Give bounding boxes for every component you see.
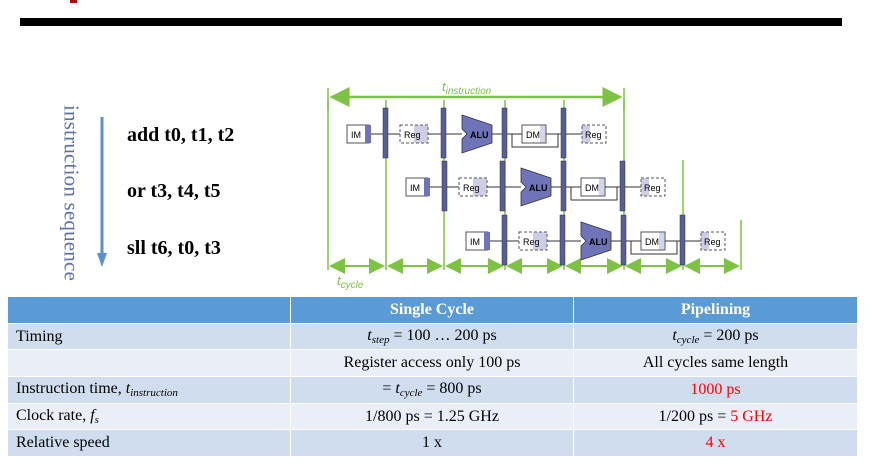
table-row: Clock rate, fs 1/800 ps = 1.25 GHz 1/200…	[7, 402, 858, 431]
t-instruction-sub: instruction	[446, 86, 492, 97]
header-empty	[7, 296, 291, 324]
pipe-instruction-time: 1000 ps	[573, 376, 858, 404]
table-row: Relative speed 1 x 4 x	[7, 429, 858, 458]
pipeline-diagram: tinstruction tcycle IM Reg	[327, 79, 742, 291]
row-label-clock-rate: Clock rate, fs	[7, 402, 291, 431]
table-row: Register access only 100 ps All cycles s…	[7, 349, 858, 378]
header-single-cycle: Single Cycle	[290, 296, 574, 324]
comparison-table: Single Cycle Pipelining Timing tstep = 1…	[7, 296, 858, 458]
instruction-sll: sll t6, t0, t3	[127, 237, 221, 259]
pipe-relative-speed: 4 x	[573, 429, 858, 458]
stage-im: IM	[351, 130, 361, 140]
row-label-timing: Timing	[7, 322, 291, 351]
instruction-sequence-label: instruction sequence	[59, 104, 84, 282]
table-row: Instruction time, tinstruction = tcycle …	[7, 376, 858, 404]
pipe-clock-rate: 1/200 ps = 5 GHz	[573, 402, 858, 431]
svg-text:tcycle: tcycle	[337, 273, 364, 291]
row-label-relative-speed: Relative speed	[7, 429, 291, 458]
t-cycle-arrows: tcycle	[329, 258, 740, 291]
stage-reg-write: Reg	[585, 130, 602, 140]
single-register-access: Register access only 100 ps	[290, 349, 574, 378]
t-cycle-sub: cycle	[341, 280, 364, 291]
pipeline-row-or	[405, 160, 666, 212]
table-header-row: Single Cycle Pipelining	[7, 296, 858, 324]
pipeline-row-sll	[465, 214, 726, 266]
stage-reg: Reg	[404, 130, 421, 140]
instruction-or: or t3, t4, t5	[127, 180, 221, 202]
pipe-cycles-same: All cycles same length	[573, 349, 858, 378]
t-instruction-arrow: tinstruction	[327, 79, 625, 110]
row-label-empty	[7, 349, 291, 378]
t-cycle-base: t	[337, 273, 342, 288]
table-row: Timing tstep = 100 … 200 ps tcycle = 200…	[7, 322, 858, 351]
stage-alu: ALU	[470, 130, 489, 140]
single-instruction-time: = tcycle = 800 ps	[290, 376, 574, 404]
stage-dm: DM	[526, 130, 540, 140]
row-label-instruction-time: Instruction time, tinstruction	[7, 376, 291, 404]
pipe-timing: tcycle = 200 ps	[573, 322, 858, 351]
single-relative-speed: 1 x	[290, 429, 574, 458]
pipeline-row-add: IM Reg ALU DM Reg	[346, 107, 607, 159]
single-clock-rate: 1/800 ps = 1.25 GHz	[290, 402, 574, 431]
single-timing: tstep = 100 … 200 ps	[290, 322, 574, 351]
svg-text:tinstruction: tinstruction	[442, 79, 492, 97]
sequence-arrow-icon	[97, 117, 107, 267]
header-pipelining: Pipelining	[573, 296, 858, 324]
title-rule	[20, 18, 842, 26]
instruction-add: add t0, t1, t2	[127, 124, 235, 146]
title-accent-mark	[70, 0, 77, 3]
t-instruction-base: t	[442, 79, 447, 94]
